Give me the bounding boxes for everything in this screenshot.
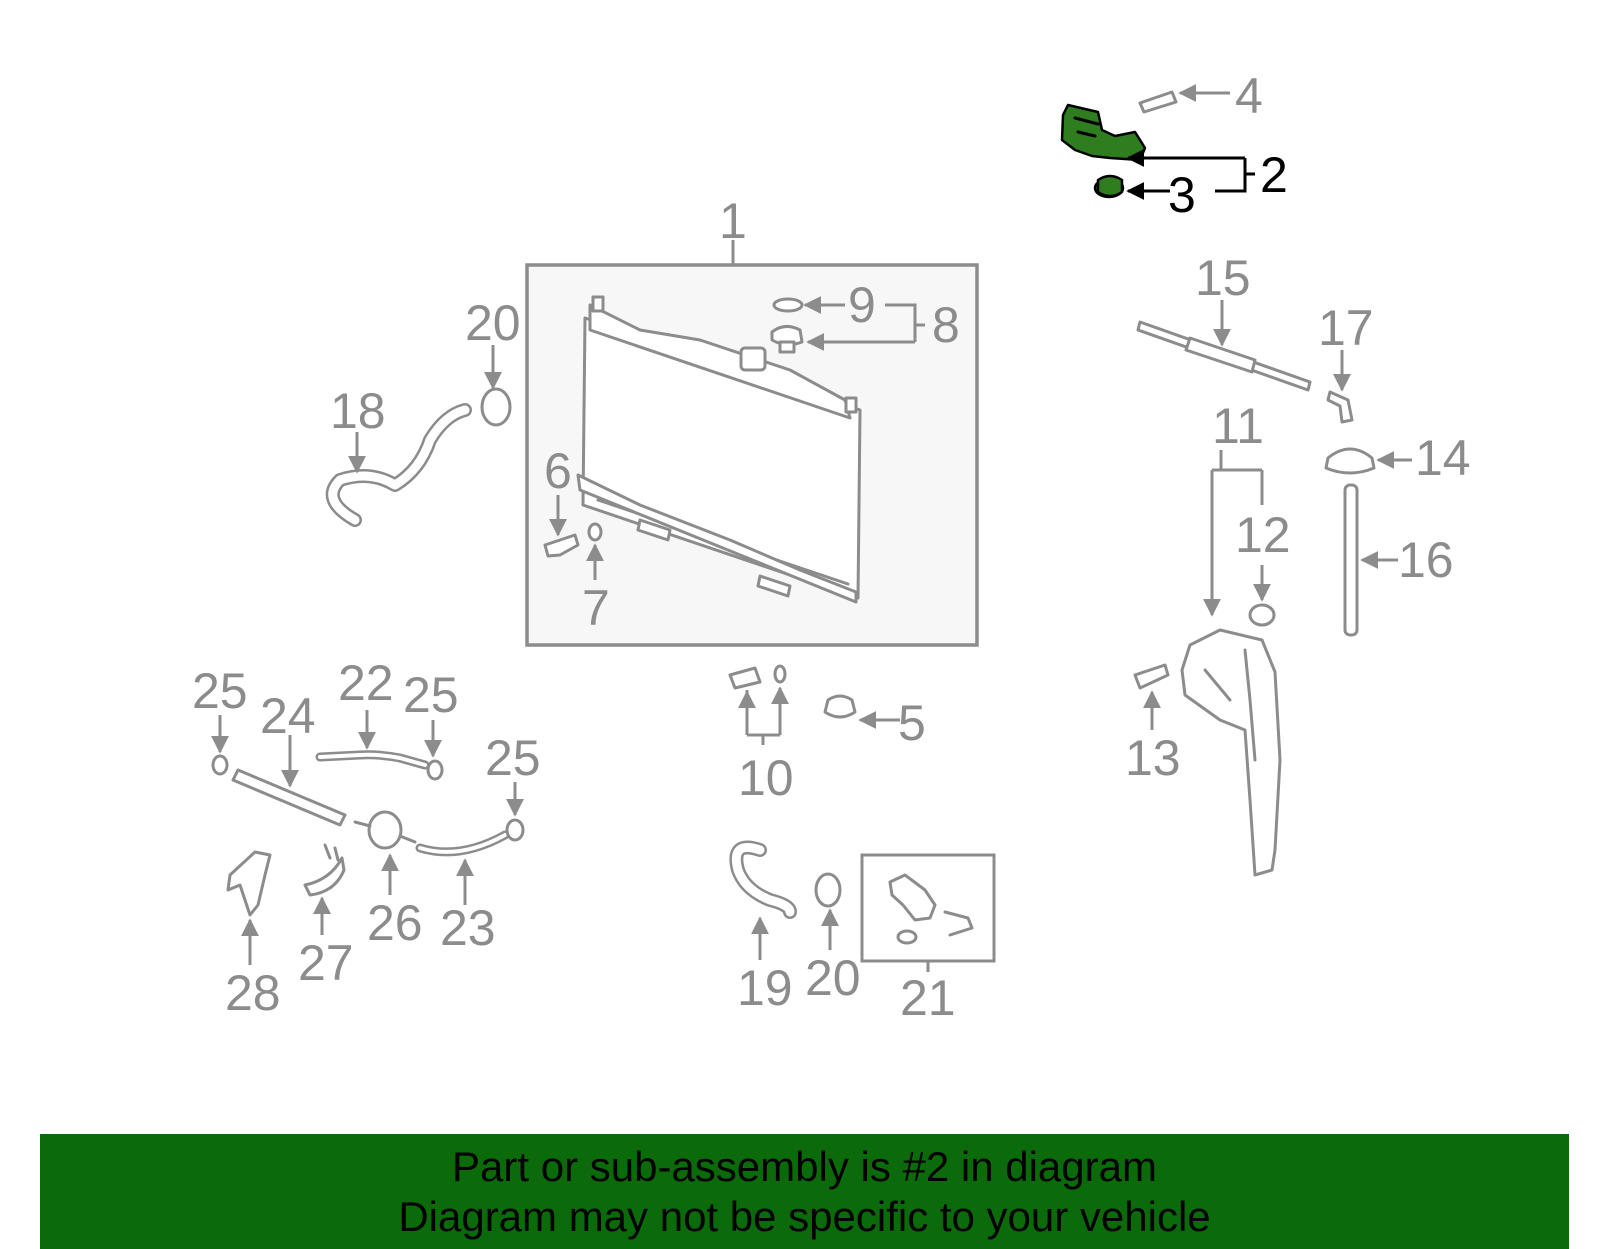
radiator-cap	[770, 325, 804, 347]
banner-line-1: Part or sub-assembly is #2 in diagram	[452, 1142, 1157, 1190]
callout-20-lower: 20	[805, 950, 861, 1006]
radiator-core	[576, 295, 862, 604]
callout-15: 15	[1195, 250, 1251, 306]
water-outlet-housing	[888, 873, 937, 922]
callout-10: 10	[738, 750, 794, 806]
drain-plug	[728, 666, 762, 690]
mount-cushion	[823, 694, 857, 719]
callout-14: 14	[1415, 430, 1471, 486]
water-pipe	[231, 768, 347, 827]
hose-clamp-3	[505, 818, 525, 842]
callout-16: 16	[1398, 532, 1454, 588]
callout-5: 5	[898, 695, 926, 751]
filler-tube	[1343, 483, 1359, 637]
tank-bolt	[1133, 663, 1170, 690]
hose-clamp-1	[211, 754, 229, 776]
mount-cushion-highlighted[interactable]	[1093, 174, 1125, 199]
washer-elbow	[1326, 390, 1354, 424]
callout-21: 21	[900, 970, 956, 1026]
callout-8: 8	[932, 297, 960, 353]
callout-17: 17	[1318, 300, 1374, 356]
lower-hose-clamp	[814, 872, 842, 908]
callout-3: 3	[1168, 167, 1196, 223]
drain-bolt	[543, 533, 580, 558]
callout-28: 28	[225, 965, 281, 1021]
parts-diagram: 1 6 7 9 8 2 3 4 15	[192, 68, 1471, 1026]
callout-6: 6	[544, 443, 572, 499]
callout-24: 24	[260, 688, 316, 744]
callout-25-b: 25	[403, 667, 459, 723]
callout-26: 26	[367, 895, 423, 951]
callout-20-upper: 20	[465, 295, 521, 351]
cap-gasket	[772, 297, 804, 313]
callout-19: 19	[737, 960, 793, 1016]
upper-hose-clamp	[480, 387, 512, 427]
callout-4: 4	[1235, 68, 1263, 124]
tank-cap-seal	[1248, 603, 1276, 627]
callout-18: 18	[330, 383, 386, 439]
hose-clamp-2	[426, 759, 444, 781]
callout-7: 7	[582, 580, 610, 636]
thermostat-bracket	[226, 850, 272, 917]
drain-washer	[587, 522, 603, 542]
callout-22: 22	[338, 655, 394, 711]
tank-grommet	[1324, 447, 1376, 475]
banner-line-2: Diagram may not be specific to your vehi…	[398, 1192, 1211, 1240]
callout-1: 1	[719, 193, 747, 249]
callout-13: 13	[1125, 730, 1181, 786]
mount-bolt	[1138, 90, 1178, 114]
callout-2: 2	[1260, 147, 1288, 203]
reservoir-tank	[1180, 628, 1282, 877]
info-banner: Part or sub-assembly is #2 in diagram Di…	[40, 1134, 1569, 1249]
mount-bracket-highlighted[interactable]	[1060, 103, 1147, 162]
callout-12: 12	[1235, 507, 1291, 563]
callout-11: 11	[1212, 398, 1264, 454]
callout-23: 23	[440, 900, 496, 956]
hose-holder	[303, 856, 346, 897]
callout-25-a: 25	[192, 663, 248, 719]
callout-25-c: 25	[485, 730, 541, 786]
callout-9: 9	[848, 277, 876, 333]
callout-27: 27	[298, 935, 354, 991]
thermostat	[367, 810, 403, 850]
